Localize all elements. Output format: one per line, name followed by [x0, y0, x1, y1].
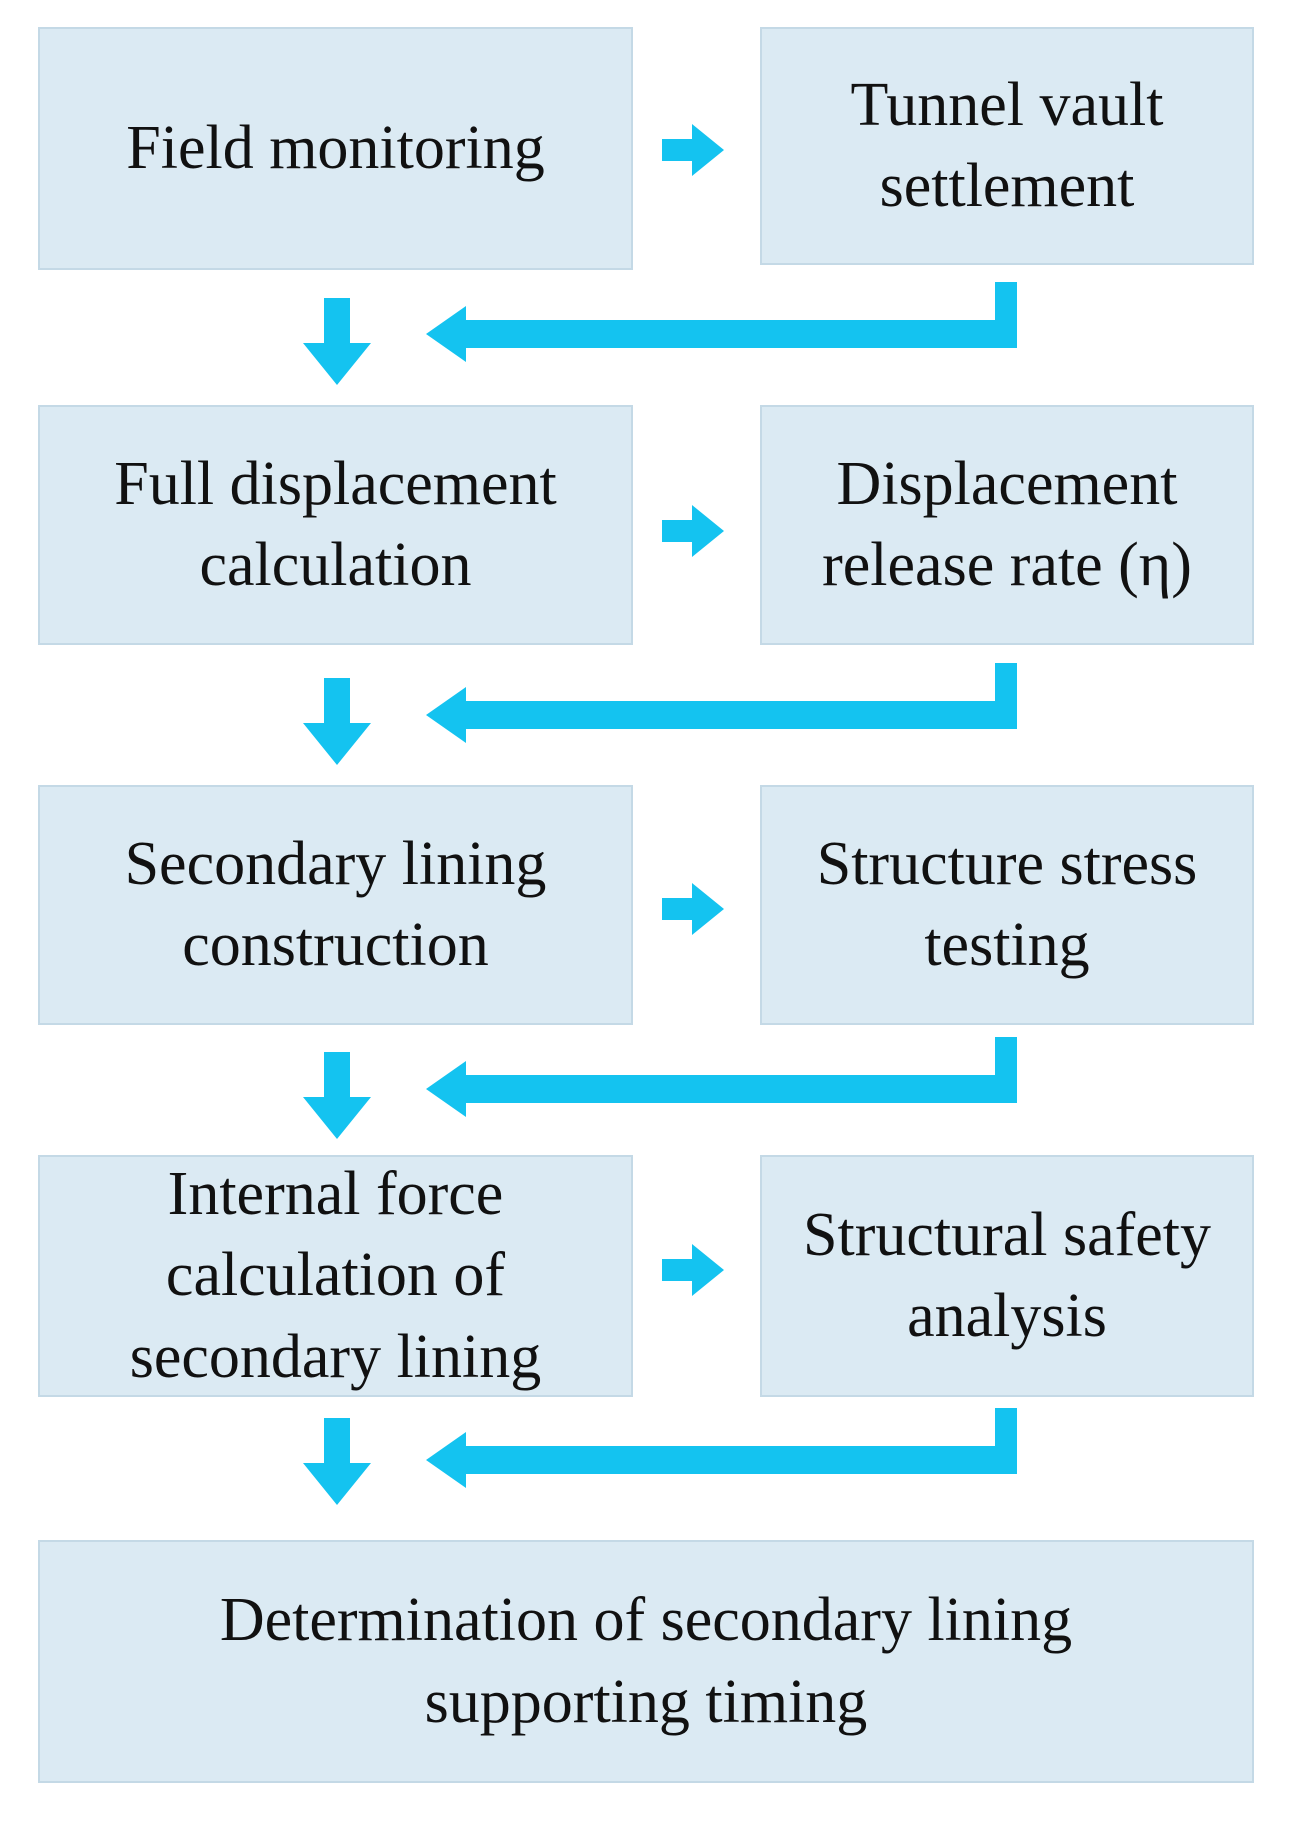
arrow-right-row4 — [662, 1244, 724, 1296]
secondary-lining-construction-label: Secondary lining construction — [124, 829, 547, 979]
tunnel-vault-settlement-label: Tunnel vault settlement — [850, 70, 1164, 220]
full-displacement-calculation-box: Full displacement calculation — [38, 405, 633, 645]
arrow-right-row2 — [662, 505, 724, 557]
internal-force-calculation-label: Internal force calculation of secondary … — [129, 1160, 542, 1391]
structure-stress-testing-label: Structure stress testing — [816, 829, 1198, 979]
arrow-return-4 — [426, 1408, 1017, 1488]
displacement-release-rate-box: Displacement release rate (η) — [760, 405, 1254, 645]
field-monitoring-label: Field monitoring — [126, 113, 545, 182]
arrow-down-2 — [303, 678, 371, 765]
arrow-down-4 — [303, 1418, 371, 1505]
arrow-down-1 — [303, 298, 371, 385]
displacement-release-rate-label: Displacement release rate (η) — [822, 449, 1192, 599]
full-displacement-calculation-label: Full displacement calculation — [114, 449, 557, 599]
tunnel-vault-settlement-box: Tunnel vault settlement — [760, 27, 1254, 265]
determination-of-timing-box: Determination of secondary lining suppor… — [38, 1540, 1254, 1783]
structural-safety-analysis-box: Structural safety analysis — [760, 1155, 1254, 1397]
arrow-return-2 — [426, 663, 1017, 743]
arrow-return-3 — [426, 1037, 1017, 1117]
arrow-down-3 — [303, 1052, 371, 1139]
determination-of-timing-label: Determination of secondary lining suppor… — [219, 1586, 1073, 1736]
arrow-right-row3 — [662, 883, 724, 935]
secondary-lining-construction-box: Secondary lining construction — [38, 785, 633, 1025]
structure-stress-testing-box: Structure stress testing — [760, 785, 1254, 1025]
arrow-return-1 — [426, 282, 1017, 362]
field-monitoring-box: Field monitoring — [38, 27, 633, 270]
internal-force-calculation-box: Internal force calculation of secondary … — [38, 1155, 633, 1397]
structural-safety-analysis-label: Structural safety analysis — [802, 1200, 1212, 1350]
arrow-right-row1 — [662, 124, 724, 176]
